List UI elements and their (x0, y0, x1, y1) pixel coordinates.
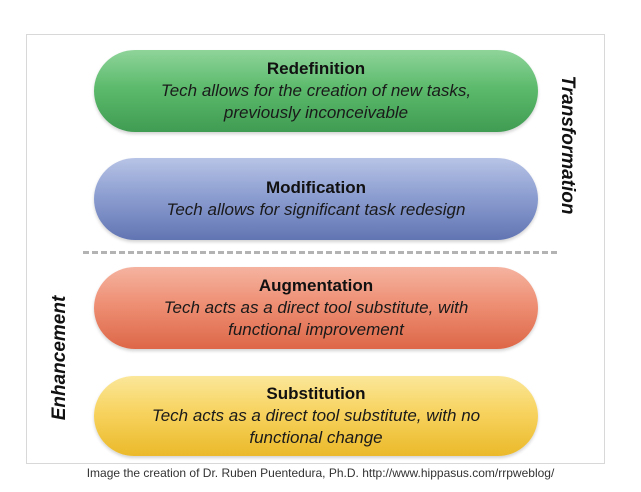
level-description-line: previously inconceivable (223, 103, 409, 122)
level-modification: Modification Tech allows for significant… (94, 158, 538, 240)
level-description-line: Tech acts as a direct tool substitute, w… (163, 298, 469, 317)
level-substitution: Substitution Tech acts as a direct tool … (94, 376, 538, 456)
group-label-enhancement: Enhancement (49, 295, 70, 421)
level-description-line: Tech acts as a direct tool substitute, w… (151, 406, 481, 425)
level-title: Augmentation (258, 276, 374, 295)
group-divider (83, 251, 557, 254)
level-redefinition: Redefinition Tech allows for the creatio… (94, 50, 538, 132)
level-title: Redefinition (266, 59, 366, 78)
level-augmentation: Augmentation Tech acts as a direct tool … (94, 267, 538, 349)
level-title: Modification (265, 178, 367, 197)
level-description-line: Tech allows for significant task redesig… (166, 200, 466, 219)
level-description-line: Tech allows for the creation of new task… (160, 81, 472, 100)
level-title: Substitution (266, 384, 366, 403)
level-description-line: functional change (249, 428, 383, 447)
group-label-transformation: Transformation (557, 75, 578, 215)
level-description-line: functional improvement (228, 320, 404, 339)
image-credit-caption: Image the creation of Dr. Ruben Puentedu… (86, 466, 555, 480)
